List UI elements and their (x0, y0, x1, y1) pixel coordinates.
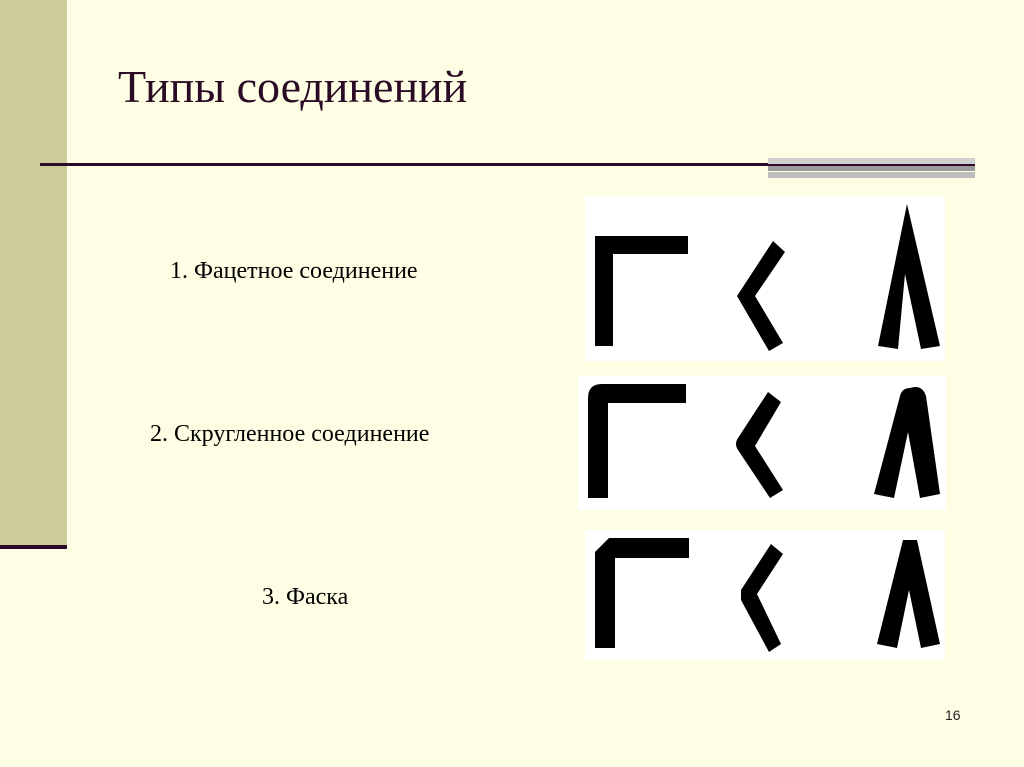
list-item-chamfer: 3. Фаска (262, 584, 349, 610)
title-rule (40, 163, 975, 166)
page-number: 16 (945, 707, 961, 723)
list-item-rounded: 2. Скругленное соединение (150, 421, 430, 447)
list-item-faceted: 1. Фацетное соединение (170, 258, 418, 284)
title-accent (768, 158, 975, 178)
sidebar-divider (0, 545, 67, 549)
faceted-joints-icon (585, 196, 945, 361)
rounded-joints-icon (578, 376, 946, 510)
sidebar-band (0, 0, 67, 548)
chamfer-joints-icon (585, 530, 945, 660)
slide-title: Типы соединений (118, 61, 468, 112)
